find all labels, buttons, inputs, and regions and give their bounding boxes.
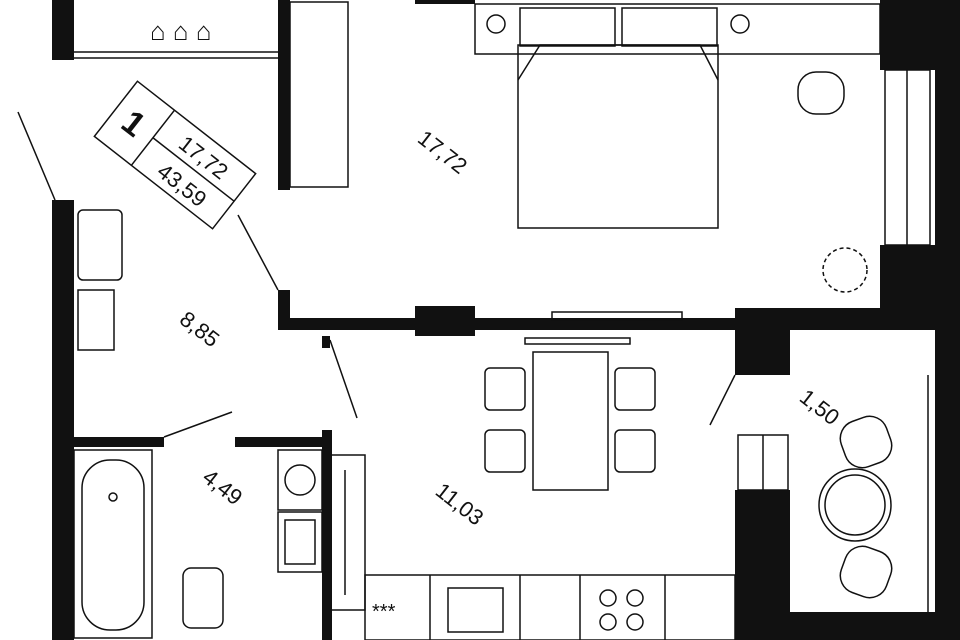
balcony-furniture <box>818 415 893 599</box>
bedroom-area: 17,72 <box>413 125 472 179</box>
hallway-furniture <box>77 209 123 351</box>
windows <box>737 69 931 612</box>
rooms-count: 1 <box>114 103 152 145</box>
door-openings <box>17 111 736 438</box>
bed <box>474 3 881 345</box>
hanger-icon: ⌂ ⌂ ⌂ <box>150 16 212 46</box>
kitchen-counter: *** <box>330 454 736 640</box>
fridge-icon: *** <box>372 601 396 623</box>
wardrobe: ⌂ ⌂ ⌂ <box>74 1 349 188</box>
hallway-area: 8,85 <box>175 306 224 352</box>
balcony-area: 1,50 <box>795 384 844 430</box>
bathroom-fixtures <box>73 449 323 639</box>
walls <box>52 0 960 640</box>
kitchen-area: 11,03 <box>431 478 488 531</box>
dining-set <box>484 351 656 491</box>
apartment-summary-badge: 1 17,72 43,59 <box>93 80 257 230</box>
bathroom-area: 4,49 <box>198 464 247 510</box>
